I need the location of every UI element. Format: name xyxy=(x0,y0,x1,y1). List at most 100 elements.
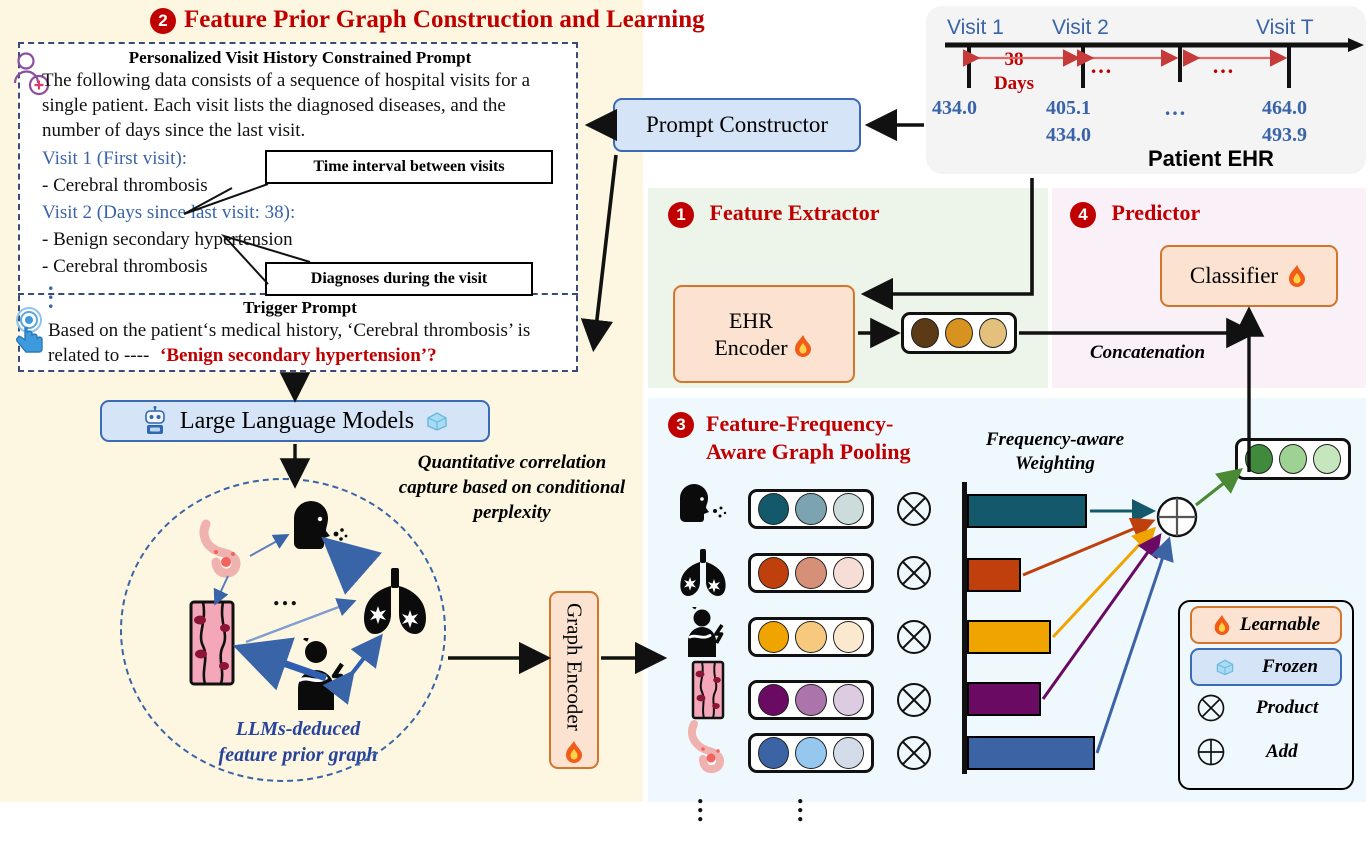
graph-center-ellipsis: … xyxy=(272,582,298,611)
graph-encoder-box[interactable]: Graph Encoder xyxy=(549,591,599,769)
vector-dot xyxy=(1279,444,1307,474)
ehr-visit-1-label: Visit 1 xyxy=(947,16,1004,39)
legend-label-learnable: Learnable xyxy=(1239,614,1321,635)
trigger-body-highlight: ‘Benign secondary hypertension’? xyxy=(160,345,437,366)
vector-dot xyxy=(795,684,827,716)
pooling-vector-row-3 xyxy=(748,617,874,657)
graph-encoder-label: Graph Encoder xyxy=(562,603,587,731)
add-operator xyxy=(1155,495,1199,539)
legend-box: Learnable Frozen Product Add xyxy=(1178,600,1354,790)
vector-dot xyxy=(911,318,939,348)
ehr-interval-days: 38 Days xyxy=(993,49,1035,94)
trigger-body-text: Based on the patient‘s medical history, … xyxy=(48,320,531,366)
chart-axis xyxy=(962,482,967,774)
pooling-vector-row-2 xyxy=(748,553,874,593)
classifier-label: Classifier xyxy=(1189,263,1279,288)
vector-dot xyxy=(1245,444,1273,474)
visit-1-diagnosis: - Cerebral thrombosis xyxy=(42,175,208,196)
graph-output-vector xyxy=(1235,438,1351,480)
chest-pain-icon xyxy=(688,607,724,657)
product-operator xyxy=(896,619,932,655)
vector-dot xyxy=(832,737,864,769)
vector-dot xyxy=(758,557,790,589)
flame-icon xyxy=(794,335,811,357)
legend-item-product: Product xyxy=(1180,686,1352,730)
callout-diagnoses: Diagnoses during the visit xyxy=(265,262,533,296)
pooling-vector-row-5 xyxy=(748,733,874,773)
predictor-section-title: 4 Predictor xyxy=(1070,200,1200,228)
legend-item-learnable: Learnable xyxy=(1190,606,1342,644)
vector-dot xyxy=(795,557,827,589)
circle-plus-icon xyxy=(1197,738,1225,766)
ehr-caption: Patient EHR xyxy=(1148,146,1274,171)
ehr-visit-1-value-1: 434.0 xyxy=(932,97,977,119)
patient-icon xyxy=(13,52,50,96)
ehr-feature-vector xyxy=(901,312,1017,354)
vector-dot xyxy=(832,684,864,716)
legend-item-add: Add xyxy=(1180,730,1352,774)
feature-extractor-section-title: 1 Feature Extractor xyxy=(668,200,880,228)
prompt-title: Personalized Visit History Constrained P… xyxy=(128,48,472,67)
feature-extractor-title-text: Feature Extractor xyxy=(709,200,880,225)
classifier-box[interactable]: Classifier xyxy=(1160,245,1338,307)
ehr-interval-ellipsis-1: … xyxy=(1090,53,1112,78)
blood-vessel-icon xyxy=(691,660,725,720)
ehr-middle-ellipsis: … xyxy=(1164,95,1186,120)
legend-item-frozen: Frozen xyxy=(1190,648,1342,686)
vector-dot xyxy=(758,737,790,769)
flame-icon xyxy=(1289,265,1306,287)
visit-2-label: Visit 2 (Days since last visit: 38): xyxy=(42,202,296,223)
legend-label-frozen: Frozen xyxy=(1262,656,1318,677)
product-operator xyxy=(896,682,932,718)
vector-dot xyxy=(832,621,864,653)
trigger-touch-icon xyxy=(16,307,43,353)
pooling-rows-ellipsis-icons: ... xyxy=(697,780,704,827)
vector-dot xyxy=(758,621,790,653)
visit-2-diagnosis-1: - Benign secondary hypertension xyxy=(42,229,293,250)
ice-icon xyxy=(427,412,447,431)
frequency-bar-4 xyxy=(967,682,1041,716)
pooling-title-text: Feature-Frequency- Aware Graph Pooling xyxy=(706,411,911,464)
prior-graph-title-text: Feature Prior Graph Construction and Lea… xyxy=(184,6,705,33)
patient-ehr-panel xyxy=(926,6,1366,174)
vector-dot xyxy=(758,493,790,525)
predictor-title-text: Predictor xyxy=(1111,200,1201,225)
frequency-bar-5 xyxy=(967,736,1095,770)
llm-label: Large Language Models xyxy=(179,407,415,434)
frequency-weighting-label: Frequency-aware Weighting xyxy=(985,429,1125,474)
pooling-section-title: 3 Feature-Frequency- Aware Graph Pooling xyxy=(668,410,958,466)
legend-label-product: Product xyxy=(1256,697,1319,718)
llm-box[interactable]: Large Language Models xyxy=(100,400,490,442)
cough-icon xyxy=(294,501,348,549)
step-badge-3: 3 xyxy=(668,412,694,438)
step-badge-1: 1 xyxy=(668,201,694,228)
ehr-visit-2-label: Visit 2 xyxy=(1052,16,1109,39)
cough-icon xyxy=(680,484,727,522)
prompt-box xyxy=(18,42,578,372)
pooling-vector-row-4 xyxy=(748,680,874,720)
vector-dot xyxy=(795,621,827,653)
callout-time-interval: Time interval between visits xyxy=(265,150,553,184)
frequency-bar-3 xyxy=(967,620,1051,654)
trigger-prompt-title: Trigger Prompt xyxy=(243,298,357,317)
robot-icon xyxy=(145,406,165,434)
pooling-vector-row-1 xyxy=(748,489,874,529)
ehr-visit-2-value-2: 434.0 xyxy=(1046,124,1091,146)
ehr-encoder-box[interactable]: EHR Encoder xyxy=(673,285,855,383)
blood-vessel-icon xyxy=(189,600,235,686)
prompt-constructor-box[interactable]: Prompt Constructor xyxy=(613,98,861,152)
pooling-rows-ellipsis-vectors: ... xyxy=(797,780,804,827)
product-operator xyxy=(896,555,932,591)
vector-dot xyxy=(1313,444,1341,474)
vector-dot xyxy=(758,684,790,716)
legend-label-add: Add xyxy=(1266,741,1298,762)
step-badge-4: 4 xyxy=(1070,201,1096,228)
frequency-bar-1 xyxy=(967,494,1087,528)
ehr-visit-t-value-2: 493.9 xyxy=(1262,124,1307,146)
quantitative-correlation-note: Quantitative correlation capture based o… xyxy=(398,452,626,523)
chest-pain-icon xyxy=(298,638,344,710)
prompt-ellipsis: ... xyxy=(48,270,54,313)
concatenation-label: Concatenation xyxy=(1090,342,1206,363)
vector-dot xyxy=(795,737,827,769)
